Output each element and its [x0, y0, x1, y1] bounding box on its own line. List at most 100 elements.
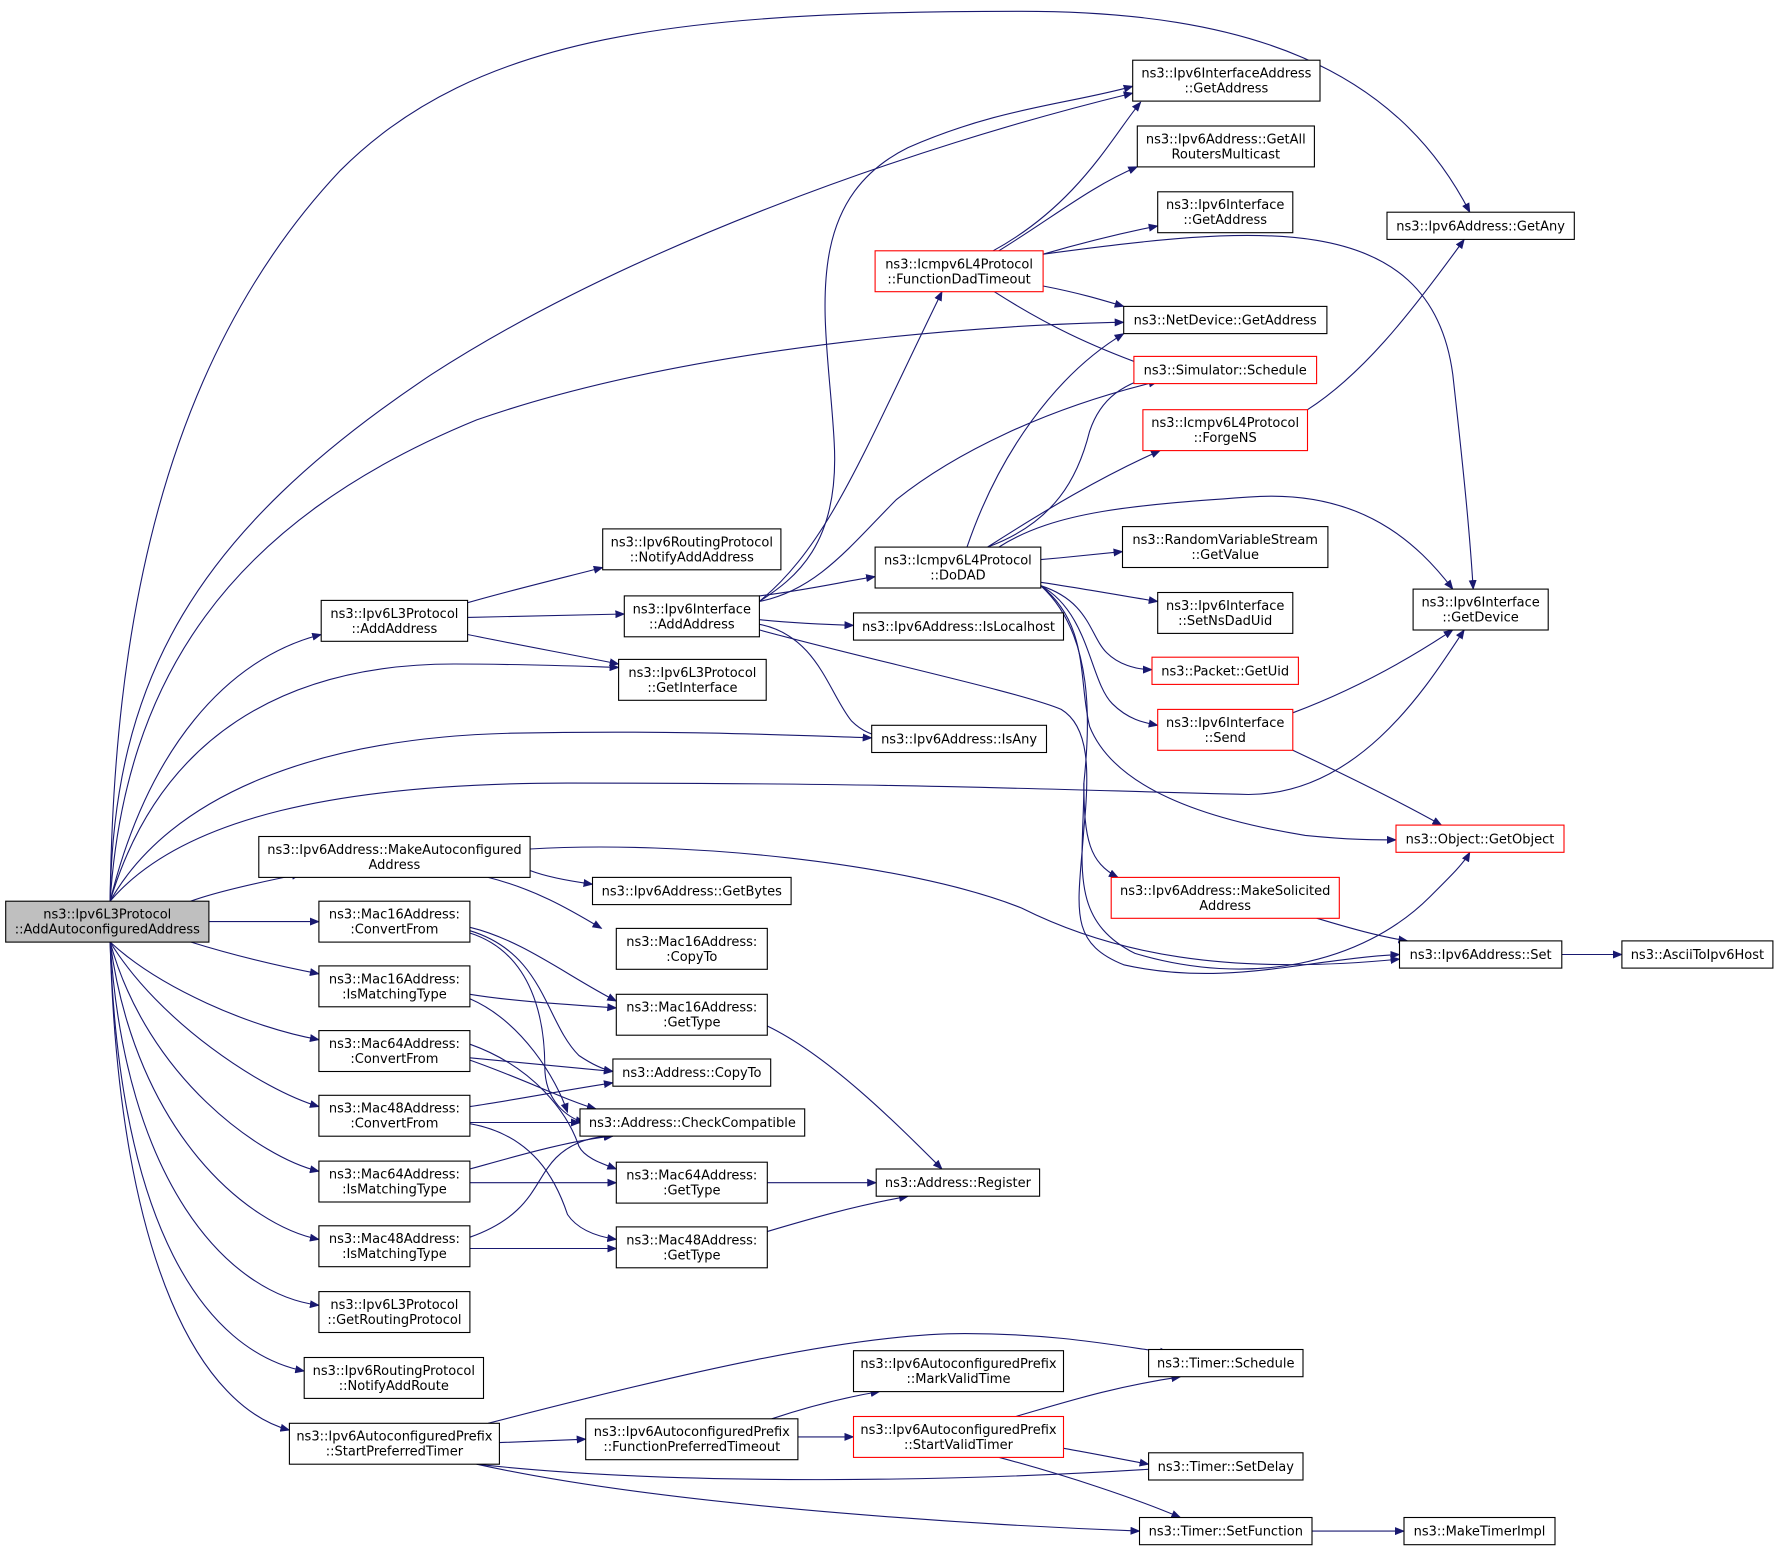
node-ns3-mac48address-gettype[interactable]: ns3::Mac48Address::GetType — [615, 1226, 768, 1269]
node-label-line: ns3::Timer::SetDelay — [1158, 1460, 1295, 1475]
node-box — [874, 546, 1042, 589]
edge-n10-to-n15 — [998, 495, 1454, 590]
edge-n0-to-n4 — [109, 10, 1471, 902]
node-ns3-ipv6l3protocol-addaddress[interactable]: ns3::Ipv6L3Protocol::AddAddress — [320, 599, 469, 642]
node-ns3-ipv6interface-getdevice[interactable]: ns3::Ipv6Interface::GetDevice — [1412, 588, 1549, 631]
node-ns3-mac48address-ismatchingtype[interactable]: ns3::Mac48Address::IsMatchingType — [318, 1225, 471, 1268]
node-label-line: ns3::Ipv6AutoconfiguredPrefix — [296, 1430, 492, 1445]
node-label-line: ::ForgeNS — [1194, 431, 1257, 446]
node-ns3-address-checkcompatible[interactable]: ns3::Address::CheckCompatible — [579, 1108, 806, 1137]
node-ns3-icmpv6l4protocol-dodad[interactable]: ns3::Icmpv6L4Protocol::DoDAD — [874, 546, 1042, 589]
node-box — [318, 1291, 471, 1334]
node-ns3-address-register[interactable]: ns3::Address::Register — [875, 1168, 1041, 1197]
node-label-line: ns3::Mac16Address: — [329, 908, 460, 923]
node-ns3-mac64address-ismatchingtype[interactable]: ns3::Mac64Address::IsMatchingType — [318, 1160, 471, 1203]
node-label-line: ns3::Ipv6L3Protocol — [43, 908, 171, 923]
node-ns3-ipv6address-set[interactable]: ns3::Ipv6Address::Set — [1398, 940, 1563, 969]
node-ns3-simulator-schedule[interactable]: ns3::Simulator::Schedule — [1133, 355, 1318, 385]
edge-n22-to-n24 — [529, 869, 594, 887]
node-ns3-mac64address-gettype[interactable]: ns3::Mac64Address::GetType — [615, 1161, 768, 1204]
node-ns3-timer-schedule[interactable]: ns3::Timer::Schedule — [1148, 1348, 1304, 1378]
node-ns3-ipv6address-islocalhost[interactable]: ns3::Ipv6Address::IsLocalhost — [852, 612, 1065, 641]
node-ns3-ipv6l3protocol-getinterface[interactable]: ns3::Ipv6L3Protocol::GetInterface — [618, 658, 767, 701]
node-ns3-ipv6interface-getaddress[interactable]: ns3::Ipv6Interface::GetAddress — [1157, 191, 1294, 234]
node-box — [318, 900, 471, 943]
node-ns3-ipv6autoconfiguredprefix-markvalidtime[interactable]: ns3::Ipv6AutoconfiguredPrefix::MarkValid… — [852, 1350, 1065, 1393]
node-ns3-mac16address-copyto[interactable]: ns3::Mac16Address::CopyTo — [615, 927, 768, 970]
edge-n5-to-n6 — [1042, 285, 1125, 308]
edge-n38-to-n34 — [469, 1132, 614, 1238]
edge-n22-to-n26 — [487, 876, 603, 929]
node-ns3-ipv6autoconfiguredprefix-startvalidtimer[interactable]: ns3::Ipv6AutoconfiguredPrefix::StartVali… — [852, 1415, 1065, 1458]
edge-n12-to-n17 — [467, 633, 620, 667]
node-ns3-mac48address-convertfrom[interactable]: ns3::Mac48Address::ConvertFrom — [318, 1094, 471, 1137]
node-ns3-ipv6autoconfiguredprefix-functionpreferredtimeout[interactable]: ns3::Ipv6AutoconfiguredPrefix::FunctionP… — [585, 1418, 799, 1461]
node-ns3-mac16address-ismatchingtype[interactable]: ns3::Mac16Address::IsMatchingType — [318, 965, 471, 1008]
edge-n44-to-n48 — [476, 1463, 1141, 1535]
node-label-line: ns3::Ipv6L3Protocol — [330, 1298, 458, 1313]
edge-n5-to-n2 — [998, 166, 1139, 252]
node-label-line: ::AddAddress — [352, 622, 438, 637]
node-ns3-ipv6routingprotocol-notifyaddaddress[interactable]: ns3::Ipv6RoutingProtocol::NotifyAddAddre… — [602, 528, 782, 571]
edge-n23-to-n21 — [1081, 783, 1471, 970]
node-ns3-timer-setfunction[interactable]: ns3::Timer::SetFunction — [1138, 1516, 1313, 1546]
node-ns3-ipv6routingprotocol-notifyaddroute[interactable]: ns3::Ipv6RoutingProtocol::NotifyAddRoute — [303, 1356, 485, 1399]
call-nodes: ns3::Ipv6L3Protocol::AddAutoconfiguredAd… — [5, 59, 1774, 1546]
node-ns3-asciitoipv6host[interactable]: ns3::AsciiToIpv6Host — [1621, 940, 1774, 969]
node-ns3-netdevice-getaddress[interactable]: ns3::NetDevice::GetAddress — [1123, 305, 1328, 335]
node-ns3-ipv6address-isany[interactable]: ns3::Ipv6Address::IsAny — [871, 724, 1048, 754]
node-label-line: ns3::Ipv6AutoconfiguredPrefix — [860, 1423, 1056, 1438]
node-ns3-ipv6l3protocol-getroutingprotocol[interactable]: ns3::Ipv6L3Protocol::GetRoutingProtocol — [318, 1291, 471, 1334]
edge-n19-to-n15 — [1292, 629, 1454, 714]
node-box — [579, 1108, 806, 1137]
node-ns3-ipv6address-getany[interactable]: ns3::Ipv6Address::GetAny — [1386, 211, 1575, 240]
node-ns3-mac64address-convertfrom[interactable]: ns3::Mac64Address::ConvertFrom — [318, 1030, 471, 1073]
node-label-line: ns3::Ipv6Address::Set — [1410, 948, 1552, 963]
node-ns3-maketimerimpl[interactable]: ns3::MakeTimerImpl — [1403, 1516, 1556, 1546]
node-ns3-icmpv6l4protocol-forgens[interactable]: ns3::Icmpv6L4Protocol::ForgeNS — [1142, 409, 1309, 452]
edge-n0-to-n35 — [109, 941, 320, 1174]
node-ns3-packet-getuid[interactable]: ns3::Packet::GetUid — [1151, 656, 1299, 685]
node-ns3-ipv6interfaceaddress-getaddress[interactable]: ns3::Ipv6InterfaceAddress::GetAddress — [1132, 59, 1321, 102]
node-ns3-ipv6address-makeautoconfigured-address[interactable]: ns3::Ipv6Address::MakeAutoconfiguredAddr… — [258, 835, 531, 878]
node-box — [1136, 125, 1315, 168]
node-label-line: ns3::Address::Register — [885, 1176, 1032, 1191]
node-box — [1133, 355, 1318, 385]
edge-n31-to-n36 — [469, 1043, 618, 1170]
node-ns3-object-getobject[interactable]: ns3::Object::GetObject — [1395, 824, 1565, 853]
node-box — [618, 658, 767, 701]
node-ns3-ipv6autoconfiguredprefix-startpreferredtimer[interactable]: ns3::Ipv6AutoconfiguredPrefix::StartPref… — [288, 1422, 500, 1465]
node-label-line: ns3::RandomVariableStream — [1132, 533, 1318, 548]
node-box — [615, 1161, 768, 1204]
node-ns3-address-copyto[interactable]: ns3::Address::CopyTo — [612, 1058, 772, 1087]
node-label-line: ::MarkValidTime — [907, 1372, 1011, 1387]
node-box — [1403, 1516, 1556, 1546]
node-ns3-timer-setdelay[interactable]: ns3::Timer::SetDelay — [1148, 1452, 1304, 1481]
node-ns3-ipv6interface-setnsdaduid[interactable]: ns3::Ipv6Interface::SetNsDadUid — [1157, 591, 1294, 634]
node-box — [258, 835, 531, 878]
node-label-line: ns3::Ipv6L3Protocol — [628, 666, 756, 681]
node-box — [615, 993, 768, 1036]
node-ns3-ipv6interface-addaddress[interactable]: ns3::Ipv6Interface::AddAddress — [623, 595, 760, 638]
node-ns3-mac16address-gettype[interactable]: ns3::Mac16Address::GetType — [615, 993, 768, 1036]
edge-n0-to-n41 — [109, 941, 306, 1374]
edge-n10-to-n7 — [987, 373, 1159, 548]
node-box — [1157, 191, 1294, 234]
node-ns3-mac16address-convertfrom[interactable]: ns3::Mac16Address::ConvertFrom — [318, 900, 471, 943]
node-box — [303, 1356, 485, 1399]
node-ns3-ipv6address-getbytes[interactable]: ns3::Ipv6Address::GetBytes — [591, 876, 792, 906]
edge-n0-to-n12 — [109, 632, 323, 902]
node-ns3-icmpv6l4protocol-functiondadtimeout[interactable]: ns3::Icmpv6L4Protocol::FunctionDadTimeou… — [874, 250, 1044, 293]
node-ns3-ipv6interface-send[interactable]: ns3::Ipv6Interface::Send — [1157, 708, 1294, 751]
edge-n33-to-n39 — [469, 1123, 618, 1243]
node-label-line: :GetType — [663, 1248, 720, 1263]
node-label-line: ::NotifyAddRoute — [339, 1379, 449, 1394]
node-label-line: :IsMatchingType — [342, 1247, 447, 1262]
edge-n30-to-n37 — [767, 1025, 943, 1170]
node-label-line: ns3::Ipv6RoutingProtocol — [611, 535, 773, 550]
node-ns3-ipv6l3protocol-addautoconfiguredaddress[interactable]: ns3::Ipv6L3Protocol::AddAutoconfiguredAd… — [5, 900, 210, 943]
node-label-line: :ConvertFrom — [350, 923, 438, 938]
node-ns3-randomvariablestream-getvalue[interactable]: ns3::RandomVariableStream::GetValue — [1121, 526, 1329, 569]
